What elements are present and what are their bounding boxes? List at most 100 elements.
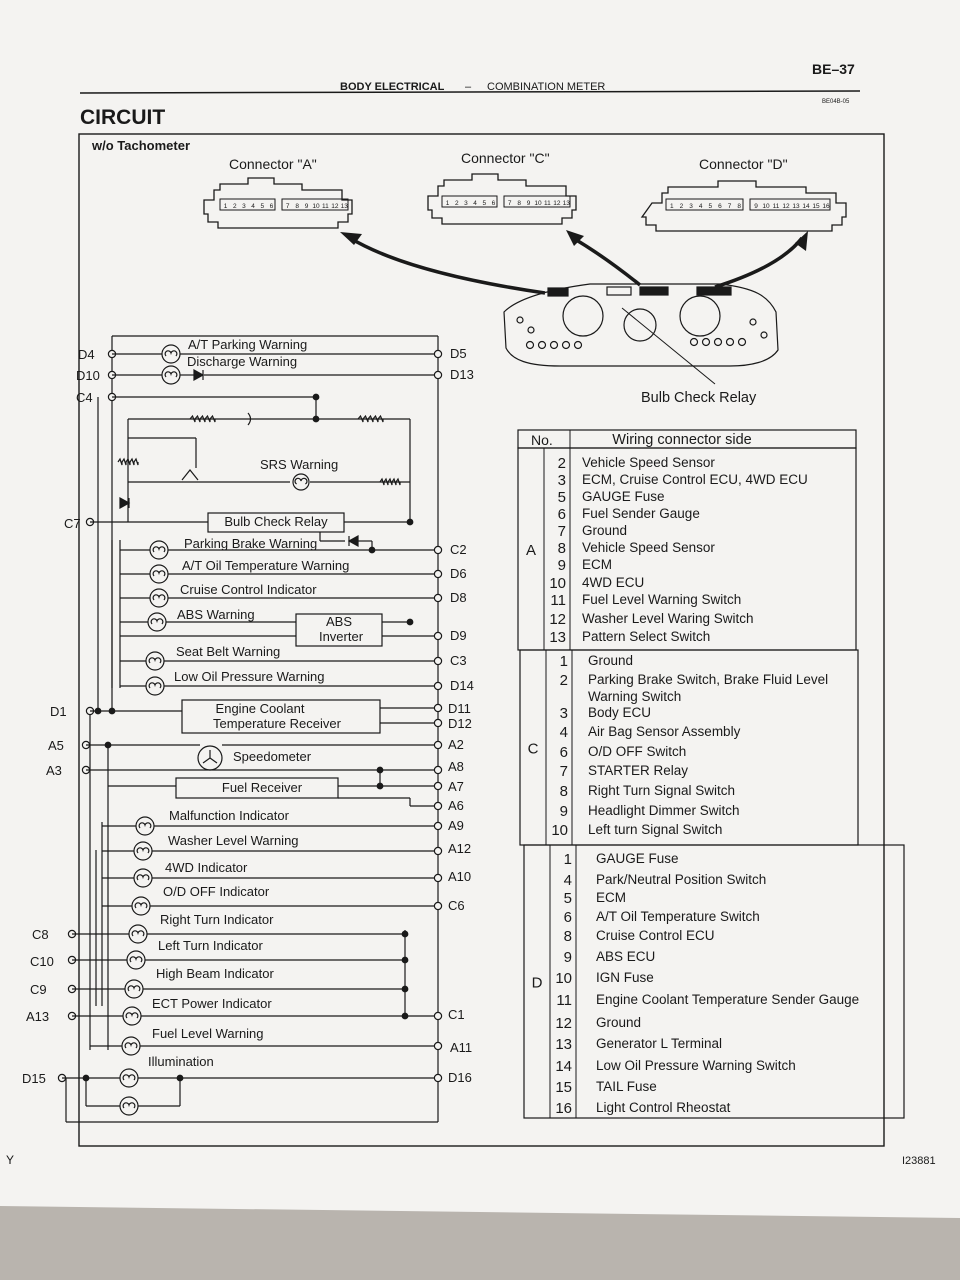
- connector-pin-number: 4: [699, 203, 703, 210]
- engine-coolant-receiver-box: [181, 699, 381, 734]
- component-label-speedometer: Speedometer: [233, 749, 312, 764]
- bulb-filament: [148, 682, 162, 689]
- pin-label-right: D8: [450, 590, 467, 605]
- table-row-number: 3: [560, 705, 568, 722]
- connector-d-label: Connector "D": [699, 156, 788, 172]
- paper-sheet: [0, 0, 960, 1218]
- terminal: [433, 1073, 443, 1083]
- connector-pin-number: 7: [286, 203, 290, 210]
- table-row-number: 12: [549, 611, 566, 628]
- pin-label-left: D15: [22, 1071, 46, 1086]
- resistor: [357, 414, 384, 423]
- connector-pin-number: 6: [718, 203, 722, 210]
- connector-pin-number: 10: [534, 200, 542, 207]
- section-name: BODY ELECTRICAL: [340, 81, 445, 93]
- component-label-srs-warning: SRS Warning: [260, 457, 338, 472]
- terminal: [433, 593, 443, 603]
- connector-pin-number: 2: [455, 200, 459, 207]
- pin-label-right: A11: [450, 1040, 472, 1055]
- fuel-receiver-label: Fuel Receiver: [222, 780, 303, 795]
- table-row-desc: Warning Switch: [588, 689, 681, 704]
- diagram-frame: [78, 133, 885, 1147]
- diode: [193, 368, 205, 382]
- connector-pin-number: 11: [544, 200, 551, 207]
- component-label-seat-belt-warning: Seat Belt Warning: [176, 644, 280, 659]
- table-row-desc: Park/Neutral Position Switch: [596, 872, 766, 887]
- pin-label-left: D4: [78, 347, 95, 362]
- table-row-desc: Vehicle Speed Sensor: [582, 455, 715, 470]
- junction-dot: [406, 618, 414, 626]
- bulb-filament: [164, 371, 178, 378]
- junction-dot: [312, 415, 320, 423]
- table-connector-letter: D: [532, 975, 543, 992]
- component-label-high-beam-indicator: High Beam Indicator: [156, 966, 274, 981]
- connector-c-label: Connector "C": [461, 150, 550, 166]
- table-col-side: Wiring connector side: [612, 432, 751, 448]
- coolant-receiver-label: Temperature Receiver: [213, 716, 342, 731]
- connector-pin-number: 8: [517, 200, 521, 207]
- pin-label-right: D9: [450, 628, 467, 643]
- component-label-fuel-level-warning: Fuel Level Warning: [152, 1026, 264, 1041]
- pin-label-right: D5: [450, 346, 467, 361]
- connector-pin-number: 6: [492, 200, 496, 207]
- table-row-desc: Ground: [596, 1015, 641, 1030]
- coolant-receiver-label: Engine Coolant: [216, 701, 305, 716]
- subsection-name: COMBINATION METER: [487, 81, 605, 93]
- terminal: [433, 545, 443, 555]
- terminal: [433, 703, 443, 713]
- table-row-desc: A/T Oil Temperature Switch: [596, 909, 760, 924]
- pin-label-left: A3: [46, 763, 62, 778]
- table-row-number: 7: [560, 763, 568, 780]
- connector-pin-number: 10: [762, 203, 770, 210]
- junction-dot: [406, 518, 414, 526]
- header-rule: [79, 90, 861, 94]
- connector-pin-number: 4: [473, 200, 477, 207]
- schematic: [57, 335, 443, 1123]
- table-row-number: 16: [555, 1100, 572, 1117]
- table-row-desc: Low Oil Pressure Warning Switch: [596, 1058, 796, 1073]
- table-row-number: 5: [564, 890, 572, 907]
- table-row-number: 8: [560, 783, 568, 800]
- bulb-filament: [152, 594, 166, 601]
- table-row-desc: GAUGE Fuse: [582, 489, 665, 504]
- table-row-number: 7: [558, 523, 566, 540]
- table-row-number: 5: [558, 489, 566, 506]
- bulb-filament: [138, 822, 152, 829]
- pin-label-right: C2: [450, 542, 467, 557]
- component-label-malfunction-indicator: Malfunction Indicator: [169, 808, 290, 823]
- connector-pin-number: 12: [331, 203, 339, 210]
- table-row-desc: Light Control Rheostat: [596, 1100, 731, 1115]
- table-row-number: 6: [560, 744, 568, 761]
- terminal: [433, 901, 443, 911]
- arrow-heads: [340, 230, 808, 251]
- bulb-check-relay-label: Bulb Check Relay: [224, 514, 328, 529]
- connector-d: [640, 180, 847, 232]
- bulb-filament: [122, 1102, 136, 1109]
- terminal: [433, 781, 443, 791]
- component-label-low-oil-pressure-warning: Low Oil Pressure Warning: [174, 669, 325, 684]
- connector-pin-number: 1: [446, 200, 450, 207]
- terminal: [433, 846, 443, 856]
- connector-pin-number: 5: [709, 203, 713, 210]
- resistor: [379, 477, 401, 486]
- page-code: BE–37: [812, 61, 855, 77]
- junction-dot: [368, 546, 376, 554]
- connector-pin-number: 12: [553, 200, 561, 207]
- table-row-desc: Left turn Signal Switch: [588, 822, 722, 837]
- table-row-desc: TAIL Fuse: [596, 1079, 657, 1094]
- table-row-desc: Generator L Terminal: [596, 1036, 722, 1051]
- junction-dot: [94, 707, 102, 715]
- component-label-od-off-indicator: O/D OFF Indicator: [163, 884, 270, 899]
- pin-label-right: C3: [450, 653, 467, 668]
- table-group-D: [523, 844, 905, 1119]
- component-label-ect-power-indicator: ECT Power Indicator: [152, 996, 272, 1011]
- component-label-at-oil-temp-warning: A/T Oil Temperature Warning: [182, 558, 349, 573]
- bulb-filament: [294, 477, 308, 485]
- table-row-number: 11: [556, 992, 572, 1009]
- bulb-filament: [134, 902, 148, 909]
- relay-callout-label: Bulb Check Relay: [641, 390, 757, 406]
- connector-pin-number: 16: [822, 203, 830, 210]
- bulb-filament: [125, 1012, 139, 1019]
- table-row-desc: ECM, Cruise Control ECU, 4WD ECU: [582, 472, 808, 487]
